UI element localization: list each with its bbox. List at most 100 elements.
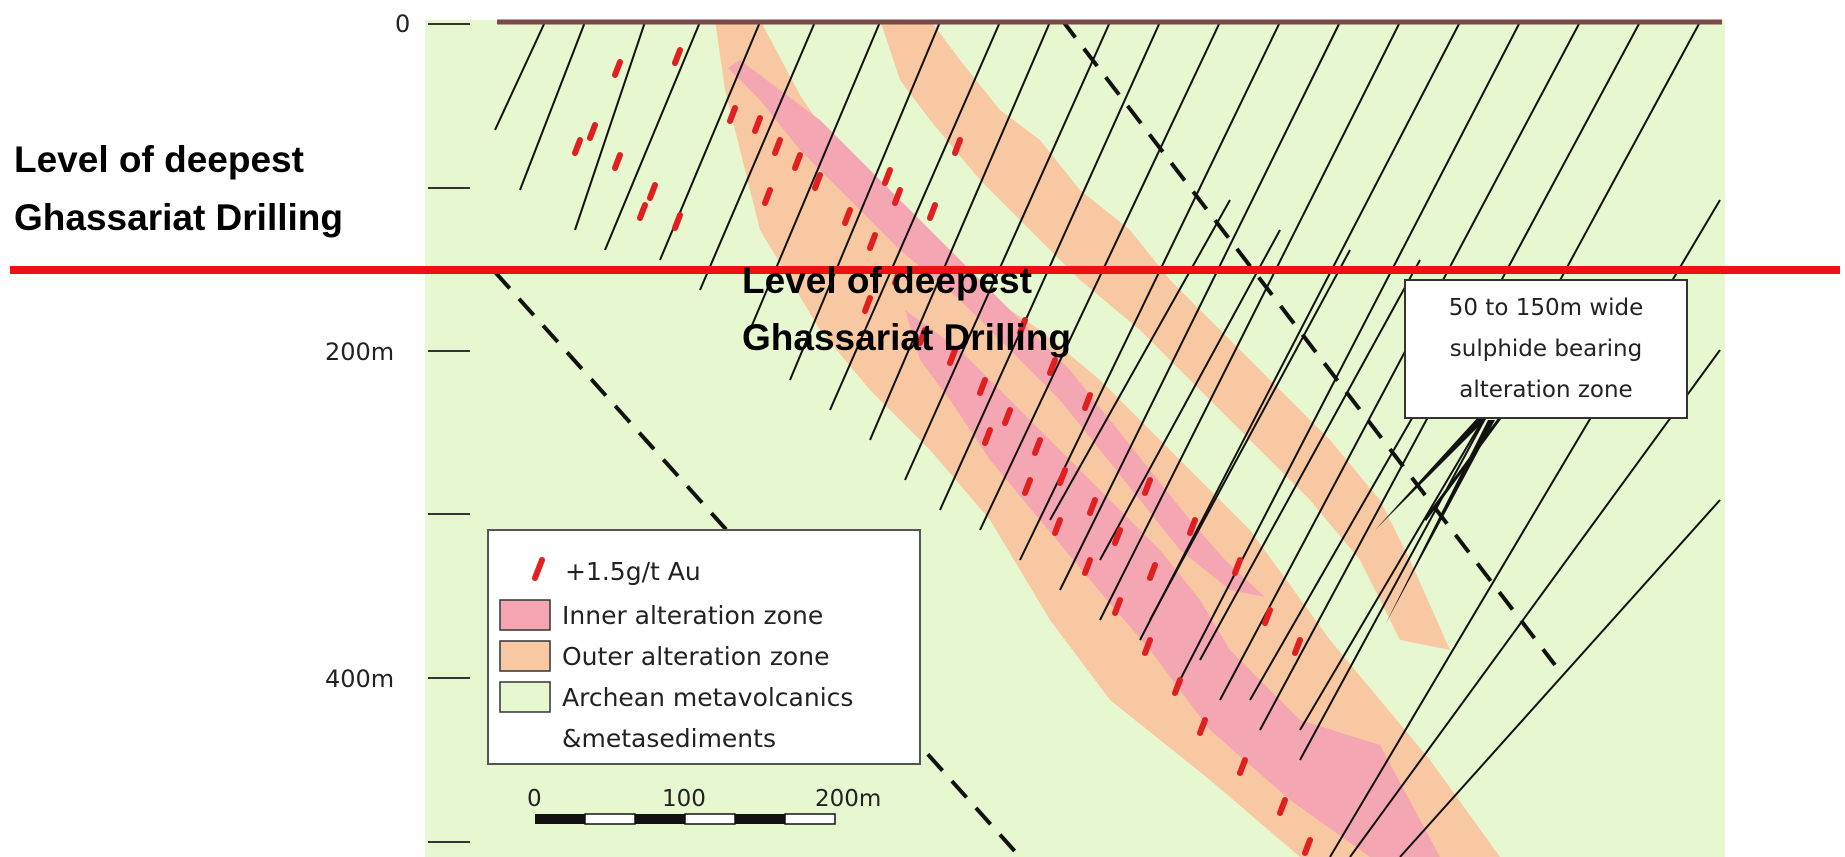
drill-hole-trace [1059,21,1341,591]
gold-intercept-tick [752,115,763,134]
gold-intercept-tick [1142,477,1153,496]
gold-intercept-tick [1197,717,1208,736]
drill-hole-trace [979,21,1221,531]
callout-line3: alteration zone [1459,377,1632,403]
depth-axis: 0 200m 400m [325,10,470,843]
depth-label-200: 200m [325,338,394,366]
gold-intercept-tick [1172,677,1183,696]
gold-intercept-tick [1147,562,1158,581]
gold-intercept-tick [672,212,683,231]
gold-intercept-tick [1002,407,1013,426]
drill-hole-trace [1099,229,1281,561]
drill-hole-trace [1399,499,1721,857]
callout-line2: sulphide bearing [1450,336,1642,362]
scale-bar-segment [784,813,836,825]
gold-intercept-tick [1047,357,1058,376]
scale-bar-segment [684,813,736,825]
gold-intercept-tick [1292,637,1303,656]
fault-line-left [493,270,1022,857]
gold-intercept-tick [1052,517,1063,536]
drill-hole-trace [904,21,1111,481]
drill-hole-trace [1199,259,1421,661]
gold-intercept-tick [1237,757,1248,776]
callout-pointer-thin [1423,417,1502,521]
gold-intercept-tick [772,137,783,156]
inner-alteration-zone [728,60,1265,597]
gold-intercept-tick [612,59,623,78]
gold-intercept-tick [812,172,823,191]
drill-hole-trace [1349,349,1721,857]
gold-intercept-tick [1032,437,1043,456]
gold-intercept-tick [587,122,598,141]
legend-label-gold: +1.5g/t Au [565,557,701,586]
scale-bar: 0 100 200m [527,786,881,825]
gold-intercept-tick [917,327,928,346]
drill-hole-trace [494,21,546,131]
gold-intercept-tick [842,207,853,226]
gold-intercept-tick [882,167,893,186]
scale-bar-segment [535,814,585,824]
gold-intercept-tick [1232,557,1243,576]
gold-intercept-tick [572,137,583,156]
legend-box [487,529,921,765]
gold-intercepts [572,47,1313,856]
scale-bar-segment [584,813,636,825]
depth-label-0: 0 [395,10,410,38]
gold-intercept-tick [1017,317,1028,336]
gold-intercept-tick [947,347,958,366]
gold-intercept-tick [1087,497,1098,516]
gold-intercept-tick [1022,477,1033,496]
depth-label-400: 400m [325,665,394,693]
gold-intercept-tick [952,137,963,156]
scale-bar-segment [635,814,685,824]
level-label-center-line1: Level of deepest [742,260,1032,301]
drill-hole-trace [789,21,941,381]
callout-pointer-long [1385,420,1495,625]
gold-intercept-tick [637,202,648,221]
drill-hole-trace [1139,21,1461,641]
gold-intercept-tick [1112,527,1123,546]
gold-intercept-tick [1142,637,1153,656]
scale-label-0: 0 [527,786,542,812]
inner-zone-swatch-icon [499,599,551,631]
drill-hole-trace [869,21,1051,441]
level-label-center-line2: Ghassariat Drilling [742,317,1071,358]
legend-label-archean-2: &metasediments [562,724,776,753]
scale-label-200: 200m [815,786,881,812]
gold-intercept-tick [867,232,878,251]
legend: +1.5g/t Au Inner alteration zone Outer a… [487,529,921,765]
gold-intercept-tick [1082,392,1093,411]
callout-line1: 50 to 150m wide [1449,295,1644,321]
gold-intercept-tick [727,105,738,124]
gold-intercept-tick [647,182,658,201]
gold-intercept-tick [672,47,683,66]
gold-intercept-tick [1187,517,1198,536]
gold-intercept-tick [1302,837,1313,856]
drill-hole-trace [1219,21,1581,701]
gold-intercept-tick [982,427,993,446]
drill-hole-trace [604,21,701,251]
archean-swatch-icon [499,681,551,713]
outer-alteration-zone-upper [880,20,1450,650]
drill-hole-trace [519,21,586,191]
drill-hole-trace [574,21,646,231]
fault-line-right [1060,20,1557,667]
drill-hole-trace [699,21,816,291]
drill-hole-trace [749,21,881,331]
level-label-left-line1: Level of deepest [14,139,304,180]
outer-zone-swatch-icon [499,640,551,672]
legend-label-inner: Inner alteration zone [562,601,823,630]
drill-hole-trace [1049,199,1231,521]
legend-label-outer: Outer alteration zone [562,642,829,671]
drill-hole-trace [1099,21,1401,621]
gold-intercept-tick [862,295,873,314]
gold-intercept-tick [762,187,773,206]
callout-box [1404,279,1688,419]
level-label-left-line2: Ghassariat Drilling [14,197,343,238]
callout-pointer [1375,415,1490,530]
gold-intercept-tick [1057,467,1068,486]
gold-intercept-tick [792,152,803,171]
gold-intercept-tick [1112,597,1123,616]
drill-hole-trace [1149,249,1351,621]
